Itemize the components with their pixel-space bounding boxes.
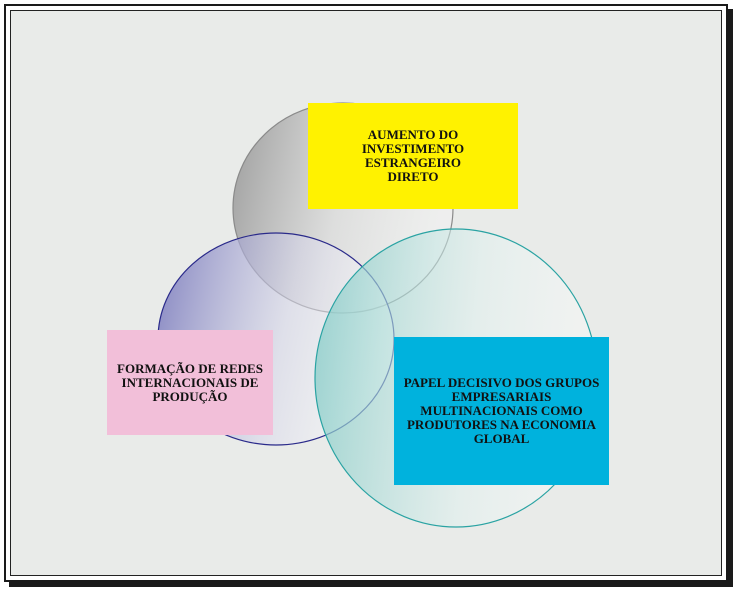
box-formacao-redes: FORMAÇÃO DE REDES INTERNACIONAIS DE PROD… xyxy=(107,330,273,435)
box-aumento-text: AUMENTO DO INVESTIMENTO ESTRANGEIRO DIRE… xyxy=(361,127,465,184)
box-formacao-text: FORMAÇÃO DE REDES INTERNACIONAIS DE PROD… xyxy=(117,360,263,404)
box-aumento-investimento: AUMENTO DO INVESTIMENTO ESTRANGEIRO DIRE… xyxy=(308,103,518,209)
box-papel-text: PAPEL DECISIVO DOS GRUPOS EMPRESARIAIS M… xyxy=(403,375,600,446)
box-papel-grupos: PAPEL DECISIVO DOS GRUPOS EMPRESARIAIS M… xyxy=(394,337,609,485)
